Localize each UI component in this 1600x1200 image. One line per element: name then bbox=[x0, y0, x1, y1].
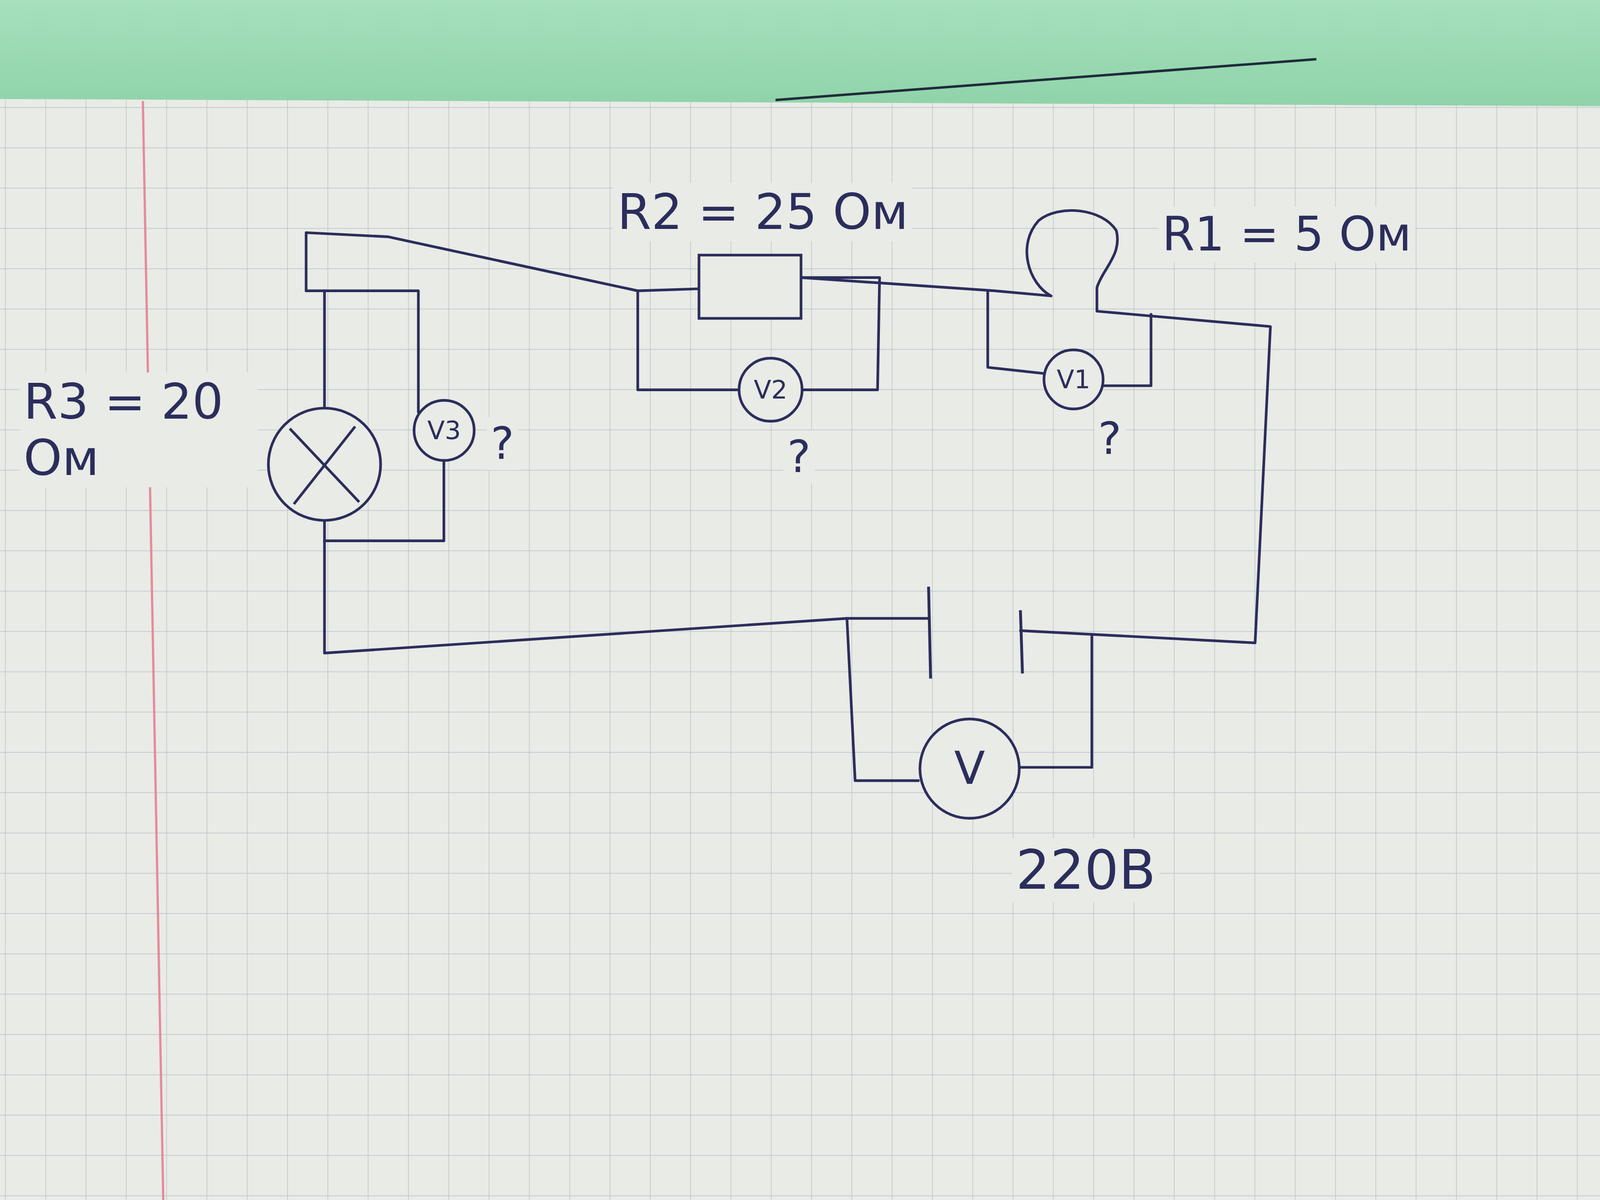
meter-name: V1 bbox=[1056, 366, 1091, 393]
voltage-value: 220В bbox=[1011, 838, 1160, 903]
resistor-symbol bbox=[699, 254, 801, 319]
voltmeter: V bbox=[918, 717, 1021, 820]
lamp-circle bbox=[268, 408, 381, 521]
wires bbox=[305, 210, 1271, 781]
wire bbox=[324, 520, 929, 654]
wire bbox=[987, 290, 1044, 374]
lamp-label: R3 = 20 Ом bbox=[19, 372, 258, 488]
voltmeter: V3 bbox=[412, 399, 476, 462]
unknown-mark: ? bbox=[1094, 412, 1126, 466]
wire bbox=[1102, 314, 1151, 386]
resistor-label: R1 = 5 Ом bbox=[1158, 206, 1416, 263]
voltmeter: V2 bbox=[737, 356, 804, 423]
voltmeter: V1 bbox=[1042, 348, 1105, 411]
lamp-symbol bbox=[268, 408, 381, 521]
battery-plate bbox=[1020, 610, 1023, 674]
battery-symbol bbox=[928, 586, 1023, 679]
voltmeter-outline bbox=[739, 358, 803, 422]
wire bbox=[800, 277, 880, 390]
unknown-mark: ? bbox=[486, 417, 519, 471]
meter-name: V2 bbox=[753, 376, 788, 403]
voltmeter-outline bbox=[920, 719, 1020, 819]
meter-name: V bbox=[954, 746, 986, 792]
battery-plate bbox=[928, 586, 931, 679]
wire bbox=[1020, 210, 1271, 643]
wire bbox=[305, 232, 699, 292]
margin-line bbox=[142, 100, 164, 1200]
voltmeter-outline bbox=[1044, 350, 1104, 410]
sheet-line bbox=[775, 59, 1317, 100]
wire bbox=[847, 618, 919, 781]
lamp-cross bbox=[289, 426, 360, 504]
background-sheet bbox=[0, 0, 1600, 106]
voltmeter-outline bbox=[414, 400, 475, 461]
unknown-mark: ? bbox=[783, 430, 815, 484]
wire bbox=[323, 290, 326, 408]
wire bbox=[1020, 634, 1093, 768]
wire bbox=[800, 277, 1051, 296]
wire bbox=[305, 290, 419, 413]
meter-name: V3 bbox=[427, 417, 462, 444]
resistor-label: R2 = 25 Ом bbox=[613, 182, 913, 242]
grid bbox=[0, 100, 1600, 1200]
